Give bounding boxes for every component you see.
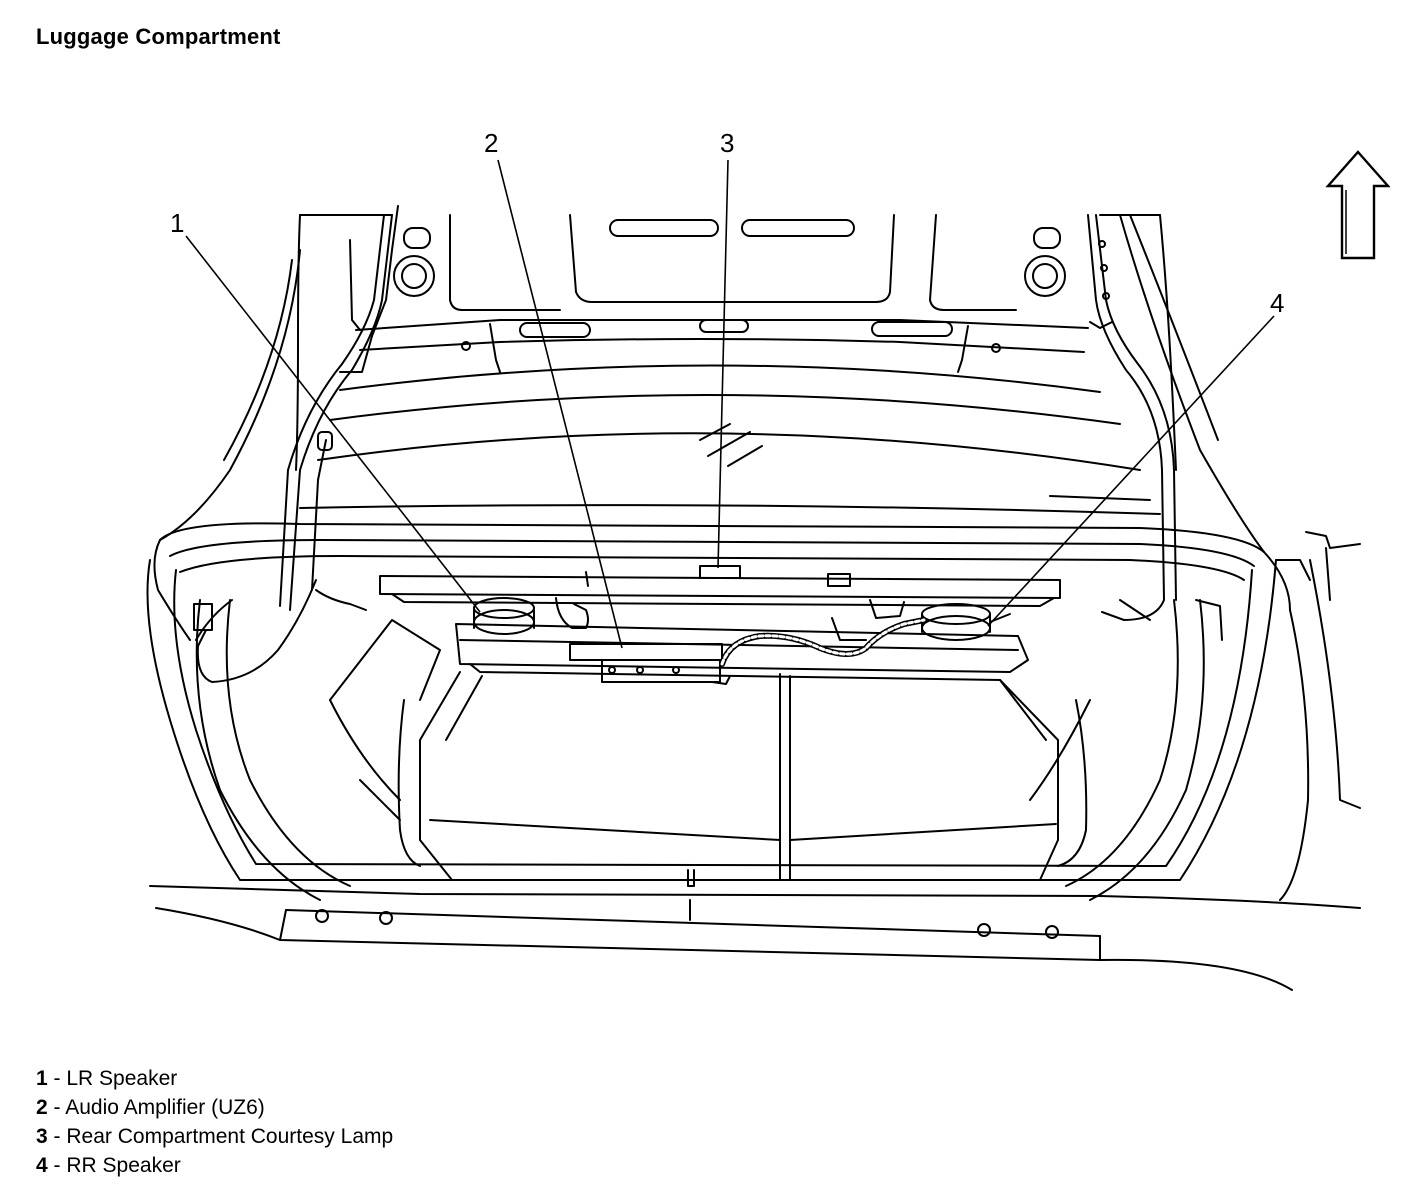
deck-lid <box>295 214 1177 471</box>
audio-harness <box>711 613 1011 685</box>
leader-4 <box>987 315 1275 627</box>
legend-number: 2 <box>36 1096 48 1119</box>
callout-leaders <box>185 159 1275 649</box>
legend-item-1: 1 - LR Speaker <box>36 1064 393 1093</box>
legend-number: 1 <box>36 1067 48 1090</box>
right-quarter-panel <box>1119 214 1361 901</box>
rear-trim-upper <box>153 495 1291 641</box>
legend-separator: - <box>53 1067 61 1090</box>
legend-item-2: 2 - Audio Amplifier (UZ6) <box>36 1093 393 1122</box>
legend-item-3: 3 - Rear Compartment Courtesy Lamp <box>36 1122 393 1151</box>
side-trim-right <box>1029 599 1223 901</box>
legend-separator: - <box>53 1096 61 1119</box>
callout-2: 2 <box>484 128 498 158</box>
legend-label: LR Speaker <box>66 1067 178 1090</box>
callout-4: 4 <box>1270 288 1284 318</box>
trunk-opening <box>146 559 1311 881</box>
cross-member <box>455 623 1029 681</box>
audio-amplifier <box>569 643 723 683</box>
legend-number: 3 <box>36 1125 48 1148</box>
legend: 1 - LR Speaker 2 - Audio Amplifier (UZ6)… <box>36 1064 393 1180</box>
leader-1 <box>185 235 481 613</box>
trunk-floor <box>397 671 1088 887</box>
page-title: Luggage Compartment <box>36 24 281 49</box>
legend-number: 4 <box>36 1154 48 1177</box>
legend-item-4: 4 - RR Speaker <box>36 1151 393 1180</box>
callout-1: 1 <box>170 208 184 238</box>
legend-label: RR Speaker <box>66 1154 181 1177</box>
lid-hinge-left <box>196 205 399 683</box>
legend-label: Rear Compartment Courtesy Lamp <box>66 1125 394 1148</box>
leader-3 <box>717 159 729 569</box>
up-arrow-icon <box>1325 150 1391 260</box>
rear-sill <box>149 885 1361 991</box>
package-shelf <box>379 565 1061 607</box>
legend-separator: - <box>53 1154 61 1177</box>
legend-label: Audio Amplifier (UZ6) <box>65 1096 265 1119</box>
legend-separator: - <box>53 1125 61 1148</box>
callout-3: 3 <box>720 128 734 158</box>
left-quarter-panel <box>159 249 301 541</box>
side-trim-left <box>193 589 441 901</box>
lid-hinge-right <box>1087 214 1177 621</box>
leader-2 <box>497 159 623 649</box>
